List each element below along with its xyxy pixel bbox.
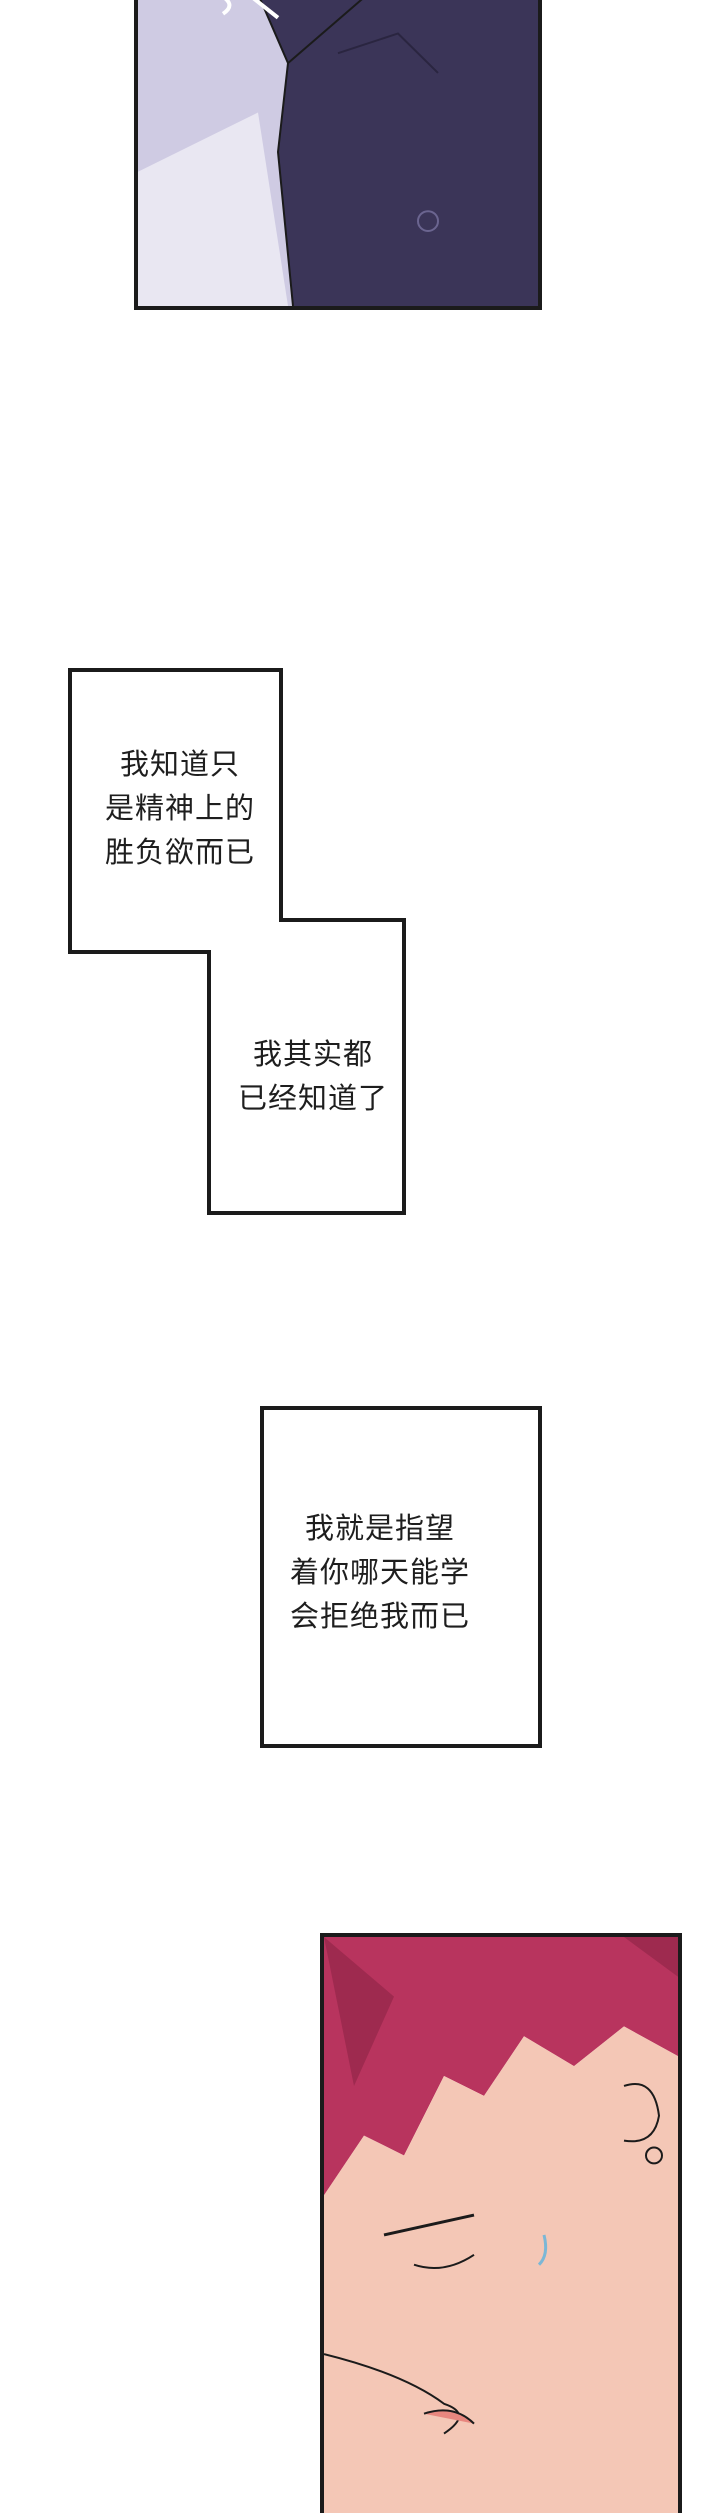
top-comic-panel (134, 0, 542, 310)
suit-illustration (138, 0, 538, 306)
bottom-comic-panel (320, 1933, 682, 2513)
character-illustration (324, 1937, 678, 2513)
caption-text-1: 我知道只 是精神上的 胜负欲而已 (104, 747, 255, 869)
caption-text-3: 我就是指望 着你哪天能学 会拒绝我而已 (290, 1511, 471, 1633)
caption-text-2: 我其实都 已经知道了 (237, 1037, 388, 1115)
